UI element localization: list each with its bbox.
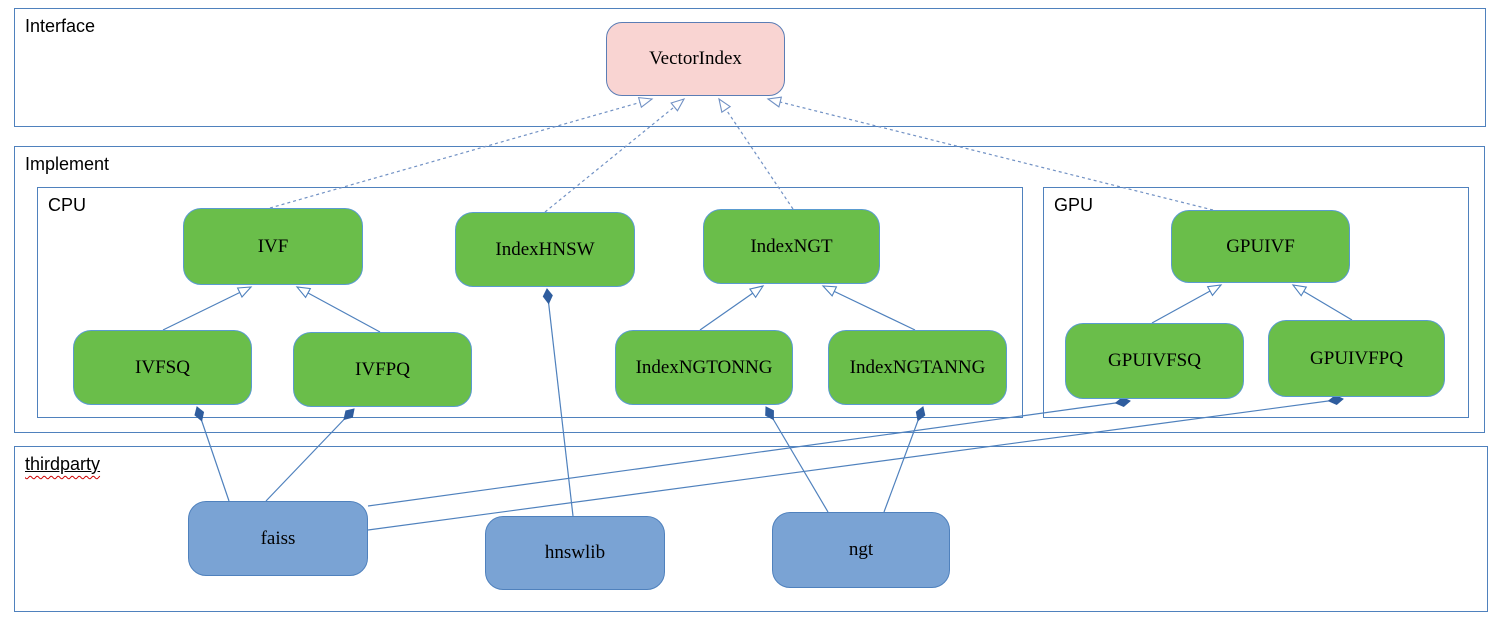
node-label: GPUIVF bbox=[1226, 235, 1295, 257]
edge-ngt-to-IndexNGTONNG bbox=[765, 406, 829, 513]
edge-faiss-to-GPUIVFSQ bbox=[367, 396, 1131, 507]
node-label: IVFPQ bbox=[355, 358, 410, 380]
container-thirdparty: thirdparty bbox=[14, 446, 1488, 612]
node-IVFPQ: IVFPQ bbox=[293, 332, 472, 407]
node-label: ngt bbox=[848, 539, 874, 560]
node-GPUIVFSQ: GPUIVFSQ bbox=[1065, 323, 1244, 399]
container-gpu: GPU bbox=[1043, 187, 1469, 418]
edge-IVF-to-VectorIndex bbox=[269, 96, 654, 209]
container-implement: Implement bbox=[14, 146, 1485, 433]
node-label: IndexNGTANNG bbox=[849, 356, 986, 378]
edge-IVFSQ-to-IVF bbox=[162, 286, 253, 331]
node-label: hnswlib bbox=[544, 542, 606, 563]
container-cpu: CPU bbox=[37, 187, 1023, 418]
edge-GPUIVFSQ-to-GPUIVF bbox=[1151, 284, 1223, 324]
node-label: IVFSQ bbox=[135, 356, 190, 378]
node-label: faiss bbox=[260, 527, 296, 549]
node-GPUIVF: GPUIVF bbox=[1171, 210, 1350, 283]
container-label-thirdparty: thirdparty bbox=[25, 454, 100, 475]
spellcheck-underline-text: thirdparty bbox=[25, 454, 101, 474]
node-label: GPUIVFSQ bbox=[1108, 350, 1201, 371]
edge-IndexNGTONNG-to-IndexNGT bbox=[699, 285, 765, 331]
edge-GPUIVFPQ-to-GPUIVF bbox=[1291, 284, 1353, 321]
node-label: IndexNGTONNG bbox=[635, 356, 773, 378]
edge-IndexHNSW-to-VectorIndex bbox=[544, 98, 686, 213]
edge-hnswlib-to-IndexHNSW bbox=[542, 288, 574, 517]
node-IndexNGTONNG: IndexNGTONNG bbox=[615, 330, 793, 405]
edge-faiss-to-GPUIVFPQ bbox=[367, 394, 1344, 531]
edge-IndexNGT-to-VectorIndex bbox=[718, 97, 794, 210]
node-GPUIVFPQ: GPUIVFPQ bbox=[1268, 320, 1445, 397]
container-label-implement: Implement bbox=[25, 154, 110, 174]
edge-ngt-to-IndexNGTANNG bbox=[883, 406, 926, 513]
node-VectorIndex: VectorIndex bbox=[606, 22, 785, 96]
edge-IndexNGTANNG-to-IndexNGT bbox=[821, 285, 916, 331]
edge-faiss-to-IVFSQ bbox=[194, 406, 230, 502]
node-IndexNGTANNG: IndexNGTANNG bbox=[828, 330, 1007, 405]
container-label-gpu: GPU bbox=[1054, 195, 1094, 215]
container-interface: Interface bbox=[14, 8, 1486, 127]
node-label: VectorIndex bbox=[649, 48, 742, 69]
container-label-cpu: CPU bbox=[48, 195, 87, 215]
node-label: IVF bbox=[257, 235, 289, 257]
node-label: GPUIVFPQ bbox=[1310, 347, 1403, 369]
node-IndexNGT: IndexNGT bbox=[703, 209, 880, 284]
edge-faiss-to-IVFPQ bbox=[265, 408, 355, 502]
node-ngt: ngt bbox=[772, 512, 950, 588]
edge-IVFPQ-to-IVF bbox=[295, 286, 381, 333]
node-hnswlib: hnswlib bbox=[485, 516, 665, 590]
node-IVFSQ: IVFSQ bbox=[73, 330, 252, 405]
node-IVF: IVF bbox=[183, 208, 363, 285]
node-faiss: faiss bbox=[188, 501, 368, 576]
node-label: IndexNGT bbox=[750, 235, 833, 257]
node-label: IndexHNSW bbox=[495, 238, 595, 260]
edge-GPUIVF-to-VectorIndex bbox=[766, 96, 1214, 211]
node-IndexHNSW: IndexHNSW bbox=[455, 212, 635, 287]
container-label-interface: Interface bbox=[25, 16, 96, 36]
